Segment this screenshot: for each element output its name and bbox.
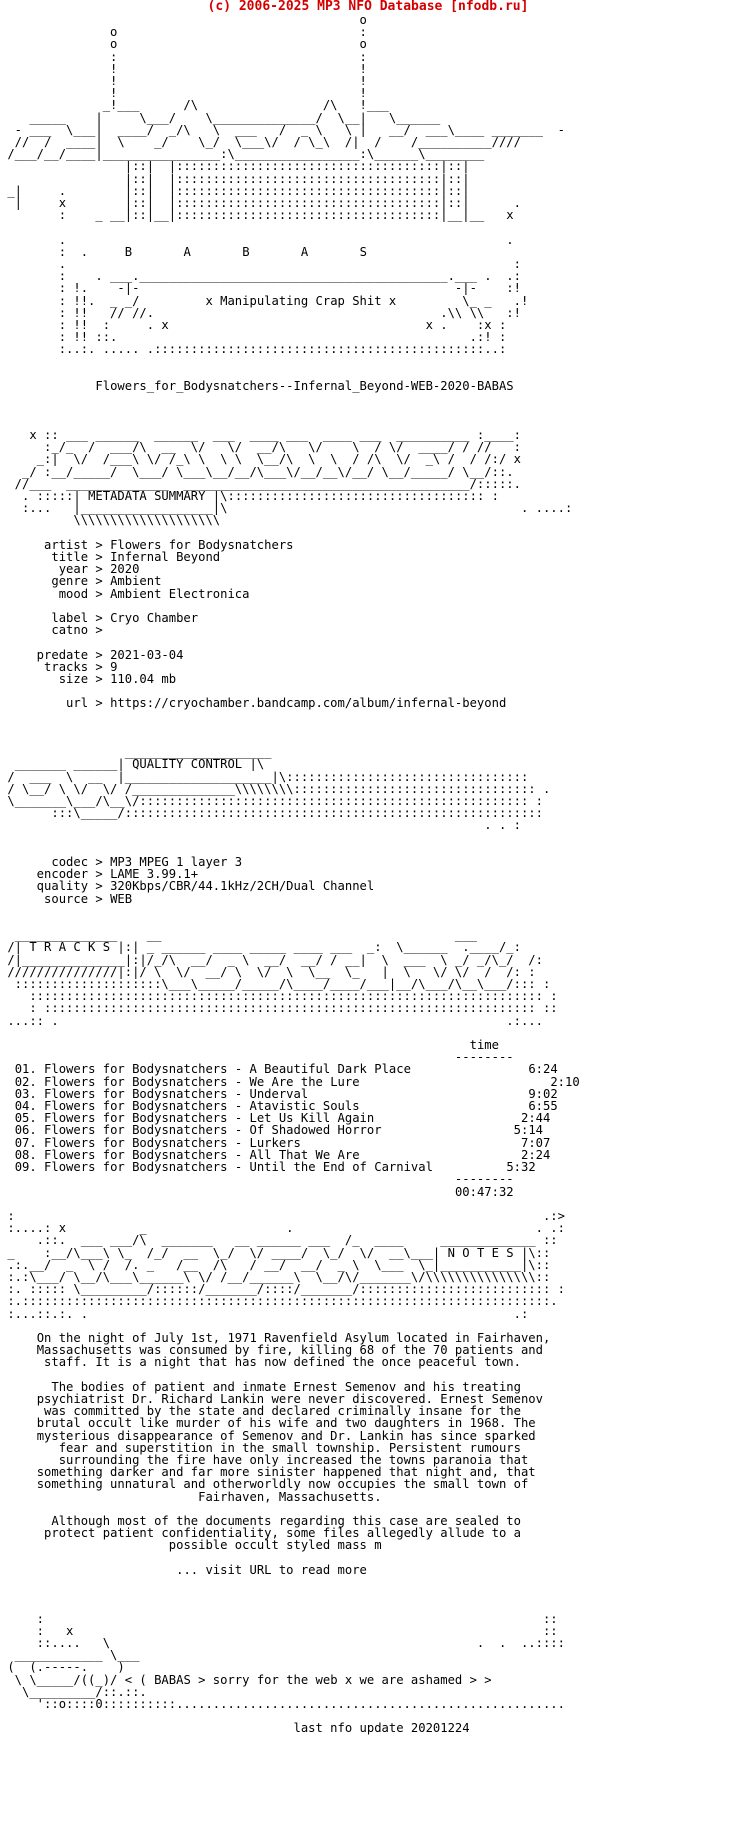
track-num: 06. bbox=[14, 1123, 37, 1138]
quality-header: QUALITY CONTROL bbox=[132, 757, 243, 772]
tracks-time-header: time bbox=[469, 1038, 499, 1053]
logo-letter-2: A bbox=[183, 244, 191, 259]
track-time: 5:14 bbox=[513, 1123, 544, 1138]
nfo-document: o o : o o bbox=[7, 13, 580, 1736]
track-title: Flowers for Bodysnatchers - Until the En… bbox=[44, 1160, 433, 1175]
tracks-header: T R A C K S bbox=[29, 940, 111, 955]
track-num: 05. bbox=[14, 1111, 37, 1126]
tracks-total: 00:47:32 bbox=[454, 1184, 514, 1199]
logo-letter-5: S bbox=[359, 244, 367, 259]
track-title: Flowers for Bodysnatchers - A Beautiful … bbox=[44, 1062, 411, 1077]
track-time: 5:32 bbox=[506, 1160, 536, 1175]
logo-letter-4: A bbox=[300, 244, 309, 259]
logo-slogan: x Manipulating Crap Shit x bbox=[205, 293, 397, 308]
notes-p1-l1: On the night of July 1st, 1971 Ravenfiel… bbox=[36, 1330, 551, 1345]
quality-codec: MP3 MPEG 1 layer 3 bbox=[110, 855, 243, 870]
notes-p3-l1: Although most of the documents regarding… bbox=[51, 1513, 521, 1528]
meta-tracks: 9 bbox=[110, 659, 118, 674]
track-num: 03. bbox=[14, 1086, 37, 1101]
quality-encoder: LAME 3.99.1+ bbox=[110, 867, 199, 882]
track-time: 9:02 bbox=[528, 1086, 558, 1101]
quality-source: WEB bbox=[110, 891, 133, 906]
track-num: 01. bbox=[14, 1062, 37, 1077]
meta-url-link[interactable]: https://cryochamber.bandcamp.com/album/i… bbox=[110, 696, 507, 711]
meta-year: 2020 bbox=[110, 562, 140, 577]
track-title: Flowers for Bodysnatchers - All That We … bbox=[44, 1147, 360, 1162]
track-time: 6:55 bbox=[528, 1099, 558, 1114]
notes-p2-l10: Fairhaven, Massachusetts. bbox=[198, 1489, 382, 1504]
track-time: 2:24 bbox=[521, 1147, 551, 1162]
track-time: 2:44 bbox=[520, 1111, 551, 1126]
track-time: 7:07 bbox=[520, 1135, 551, 1150]
notes-p2-l4: brutal occult like murder of his wife an… bbox=[36, 1416, 536, 1431]
copyright-banner: (c) 2006-2025 MP3 NFO Database [nfodb.ru… bbox=[0, 0, 736, 14]
banner-prefix: (c) 2006-2025 MP3 NFO Database [ bbox=[207, 0, 458, 14]
notes-p2-l9: something unnatural and otherworldly now… bbox=[36, 1477, 529, 1492]
quality-quality: 320Kbps/CBR/44.1kHz/2CH/Dual Channel bbox=[110, 879, 375, 894]
track-title: Flowers for Bodysnatchers - Of Shadowed … bbox=[44, 1123, 382, 1138]
notes-header: N O T E S bbox=[447, 1245, 514, 1260]
meta-label: Cryo Chamber bbox=[110, 610, 199, 625]
track-num: 08. bbox=[14, 1147, 37, 1162]
notes-p2-l5: mysterious disappearance of Semenov and … bbox=[36, 1428, 536, 1443]
meta-artist: Flowers for Bodysnatchers bbox=[110, 537, 294, 552]
track-title: Flowers for Bodysnatchers - Lurkers bbox=[44, 1135, 301, 1150]
notes-p2-l8: something darker and far more sinister h… bbox=[36, 1465, 536, 1480]
notes-p1-l2: Massachusetts was consumed by fire, kill… bbox=[36, 1343, 543, 1358]
track-num: 02. bbox=[14, 1074, 37, 1089]
notes-p2-l6: fear and superstition in the small towns… bbox=[58, 1440, 521, 1455]
logo-letter-1: B bbox=[124, 244, 133, 259]
meta-size: 110.04 mb bbox=[110, 671, 177, 686]
track-title: Flowers for Bodysnatchers - We Are the L… bbox=[44, 1074, 360, 1089]
notes-p1-l3: staff. It is a night that has now define… bbox=[44, 1355, 521, 1370]
meta-predate: 2021-03-04 bbox=[110, 647, 184, 662]
banner-suffix: ] bbox=[520, 0, 529, 14]
footer-update: last nfo update 20201224 bbox=[293, 1721, 470, 1736]
track-time: 6:24 bbox=[528, 1062, 558, 1077]
notes-read-more: ... visit URL to read more bbox=[176, 1562, 367, 1577]
notes-p2-l2: psychiatrist Dr. Richard Lankin were nev… bbox=[36, 1391, 543, 1406]
site-link[interactable]: nfodb.ru bbox=[458, 0, 521, 14]
footer-message: < ( BABAS > sorry for the web x we are a… bbox=[124, 1672, 492, 1687]
meta-title: Infernal Beyond bbox=[110, 549, 221, 564]
track-title: Flowers for Bodysnatchers - Let Us Kill … bbox=[44, 1111, 375, 1126]
track-title: Flowers for Bodysnatchers - Atavistic So… bbox=[44, 1099, 360, 1114]
notes-p3-l3: possible occult styled mass m bbox=[168, 1538, 382, 1553]
release-name: Flowers_for_Bodysnatchers--Infernal_Beyo… bbox=[95, 379, 514, 394]
track-num: 09. bbox=[14, 1160, 37, 1175]
meta-genre: Ambient bbox=[110, 574, 162, 589]
notes-p2-l3: was committed by the state and declared … bbox=[44, 1404, 521, 1419]
notes-p2-l7: surrounding the fire have only increased… bbox=[58, 1452, 529, 1467]
track-num: 04. bbox=[14, 1099, 37, 1114]
meta-mood: Ambient Electronica bbox=[110, 586, 250, 601]
notes-p3-l2: protect patient confidentiality, some fi… bbox=[44, 1526, 521, 1541]
track-time: 2:10 bbox=[550, 1074, 580, 1089]
metadata-header: METADATA SUMMARY bbox=[88, 488, 206, 503]
track-title: Flowers for Bodysnatchers - Underval bbox=[44, 1086, 309, 1101]
track-num: 07. bbox=[14, 1135, 37, 1150]
logo-letter-3: B bbox=[242, 244, 250, 259]
notes-p2-l1: The bodies of patient and inmate Ernest … bbox=[51, 1379, 521, 1394]
